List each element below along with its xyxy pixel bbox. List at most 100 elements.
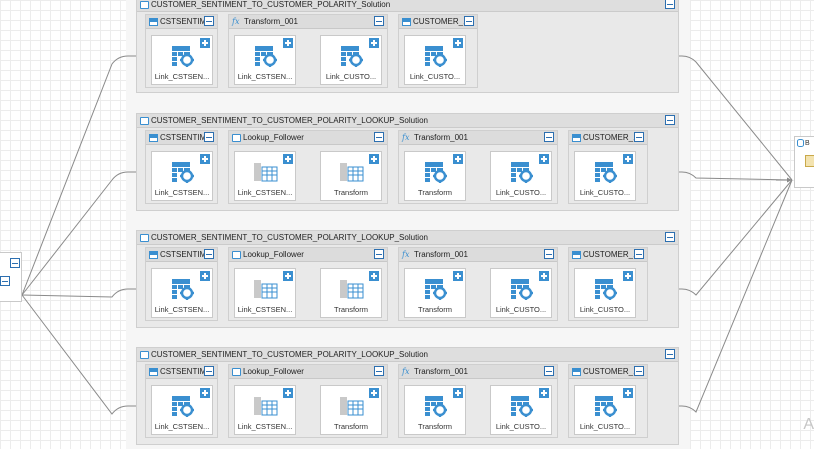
operator-tile[interactable]: Transform (320, 151, 382, 201)
add-icon[interactable] (200, 388, 210, 398)
flow-connector (21, 294, 136, 415)
step-header[interactable]: Lookup_Follower (229, 131, 387, 145)
operator-tile[interactable]: Link_CSTSEN... (234, 268, 296, 318)
lookup-icon (232, 250, 241, 259)
add-icon[interactable] (623, 388, 633, 398)
add-icon[interactable] (283, 154, 293, 164)
step-title: CSTSENTIME (160, 367, 212, 376)
add-icon[interactable] (369, 38, 379, 48)
operator-tile[interactable]: Link_CSTSEN... (151, 151, 213, 201)
add-icon[interactable] (539, 388, 549, 398)
step-header[interactable]: CUSTOMER_... (569, 365, 647, 379)
source-collapse-button[interactable] (10, 258, 20, 268)
step-collapse-button[interactable] (204, 16, 214, 26)
flow-collapse-button[interactable] (665, 0, 675, 9)
step-collapse-button[interactable] (544, 249, 554, 259)
step-collapse-button[interactable] (544, 132, 554, 142)
flow-header[interactable]: CUSTOMER_SENTIMENT_TO_CUSTOMER_POLARITY_… (137, 0, 678, 12)
add-icon[interactable] (453, 271, 463, 281)
flow-collapse-button[interactable] (665, 349, 675, 359)
step-header[interactable]: CUSTOMER_... (569, 131, 647, 145)
operator-tile[interactable]: Transform (320, 385, 382, 435)
operator-tile[interactable]: Link_CSTSEN... (151, 385, 213, 435)
step-collapse-button[interactable] (204, 366, 214, 376)
add-icon[interactable] (200, 154, 210, 164)
flow-header[interactable]: CUSTOMER_SENTIMENT_TO_CUSTOMER_POLARITY_… (137, 348, 678, 362)
target-node[interactable]: B (794, 136, 814, 188)
add-icon[interactable] (453, 154, 463, 164)
add-icon[interactable] (283, 38, 293, 48)
operator-tile[interactable]: Link_CUSTO... (574, 385, 636, 435)
add-icon[interactable] (539, 154, 549, 164)
add-icon[interactable] (283, 271, 293, 281)
operator-tile[interactable]: Link_CSTSEN... (151, 35, 213, 85)
operator-tile[interactable]: Link_CUSTO... (574, 151, 636, 201)
flow-collapse-button[interactable] (665, 115, 675, 125)
operator-tile[interactable]: Link_CUSTO... (490, 268, 552, 318)
operator-tile[interactable]: Link_CUSTO... (490, 385, 552, 435)
table-icon (572, 133, 581, 142)
flow-collapse-button[interactable] (665, 232, 675, 242)
add-icon[interactable] (369, 271, 379, 281)
add-icon[interactable] (200, 271, 210, 281)
source-node[interactable] (0, 252, 22, 302)
step-title: CUSTOMER_... (413, 17, 470, 26)
flow-title: CUSTOMER_SENTIMENT_TO_CUSTOMER_POLARITY_… (151, 350, 428, 359)
operator-tile[interactable]: Link_CSTSEN... (234, 151, 296, 201)
step-collapse-button[interactable] (634, 132, 644, 142)
operator-tile[interactable]: Link_CUSTO... (574, 268, 636, 318)
step-header[interactable]: CUSTOMER_... (569, 248, 647, 262)
step-title: Transform_001 (414, 133, 468, 142)
operator-tile[interactable]: Transform (404, 385, 466, 435)
step-header[interactable]: CSTSENTIME (146, 131, 217, 145)
operator-tile[interactable]: Link_CUSTO... (404, 35, 466, 85)
step-header[interactable]: CSTSENTIME (146, 365, 217, 379)
flow-header[interactable]: CUSTOMER_SENTIMENT_TO_CUSTOMER_POLARITY_… (137, 231, 678, 245)
add-icon[interactable] (369, 388, 379, 398)
source-port-collapse-button[interactable] (0, 276, 10, 286)
step-collapse-button[interactable] (374, 132, 384, 142)
step-title: Lookup_Follower (243, 367, 304, 376)
step-collapse-button[interactable] (204, 132, 214, 142)
operator-tile[interactable]: Link_CUSTO... (320, 35, 382, 85)
step-header[interactable]: CUSTOMER_... (399, 15, 477, 29)
operator-tile[interactable]: Link_CUSTO... (490, 151, 552, 201)
add-icon[interactable] (623, 154, 633, 164)
operator-tile[interactable]: Transform (404, 151, 466, 201)
step-collapse-button[interactable] (374, 16, 384, 26)
step-collapse-button[interactable] (634, 366, 644, 376)
flow-header[interactable]: CUSTOMER_SENTIMENT_TO_CUSTOMER_POLARITY_… (137, 114, 678, 128)
watermark: A (803, 416, 814, 433)
step-collapse-button[interactable] (634, 249, 644, 259)
add-icon[interactable] (623, 271, 633, 281)
add-icon[interactable] (453, 388, 463, 398)
operator-tile[interactable]: Transform (320, 268, 382, 318)
add-icon[interactable] (369, 154, 379, 164)
step-header[interactable]: CSTSENTIME (146, 15, 217, 29)
step-collapse-button[interactable] (374, 249, 384, 259)
step-header[interactable]: CSTSENTIME (146, 248, 217, 262)
add-icon[interactable] (539, 271, 549, 281)
operator-tile[interactable]: Link_CSTSEN... (234, 35, 296, 85)
step-collapse-button[interactable] (204, 249, 214, 259)
add-icon[interactable] (200, 38, 210, 48)
add-icon[interactable] (283, 388, 293, 398)
operator-tile[interactable]: Link_CSTSEN... (234, 385, 296, 435)
operator-label: Link_CUSTO... (495, 422, 547, 431)
step-header[interactable]: Lookup_Follower (229, 365, 387, 379)
operator-label: Link_CUSTO... (495, 188, 547, 197)
step-title: Lookup_Follower (243, 133, 304, 142)
operator-tile[interactable]: Link_CSTSEN... (151, 268, 213, 318)
step-collapse-button[interactable] (374, 366, 384, 376)
add-icon[interactable] (453, 38, 463, 48)
step-collapse-button[interactable] (464, 16, 474, 26)
table-icon (149, 250, 158, 259)
operator-tile[interactable]: Transform (404, 268, 466, 318)
step-collapse-button[interactable] (544, 366, 554, 376)
step-header[interactable]: Lookup_Follower (229, 248, 387, 262)
